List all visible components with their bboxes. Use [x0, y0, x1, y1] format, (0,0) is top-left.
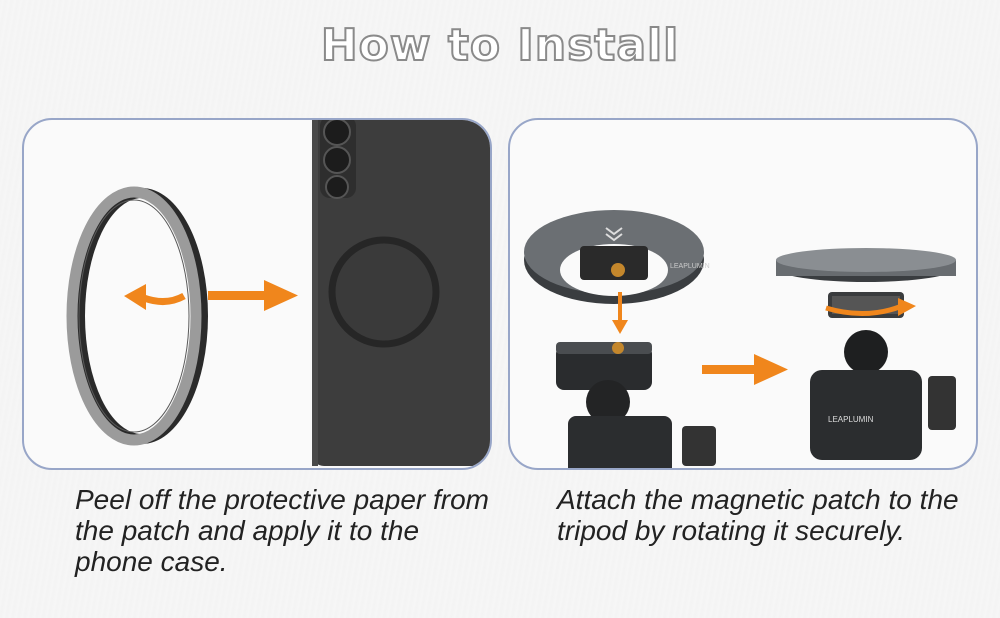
tripod-mount-left [556, 342, 716, 468]
curved-arrow-icon [124, 284, 186, 310]
step-1-illustration [66, 120, 490, 466]
patch-brand-label: LEAPLUMIN [670, 263, 710, 270]
step-1-panel [22, 118, 492, 470]
right-arrow-icon [208, 280, 298, 311]
step-1-caption: Peel off the protective paper from the p… [75, 484, 489, 577]
tripod-brand-label: LEAPLUMIN [828, 415, 874, 424]
rotation-arrow-icon [825, 298, 916, 317]
phone-case [312, 120, 490, 466]
down-arrow-icon [612, 292, 628, 334]
step-2-caption: Attach the magnetic patch to the tripod … [557, 484, 959, 546]
right-arrow-icon [702, 354, 788, 385]
step-2-illustration: LEAPLUMIN [524, 210, 956, 468]
tripod-assembled: LEAPLUMIN [776, 248, 956, 460]
magnetic-ring [66, 186, 208, 446]
page-title: How to Install [320, 19, 680, 72]
step-2-panel: LEAPLUMIN [508, 118, 978, 470]
magnetic-patch: LEAPLUMIN [524, 210, 710, 304]
